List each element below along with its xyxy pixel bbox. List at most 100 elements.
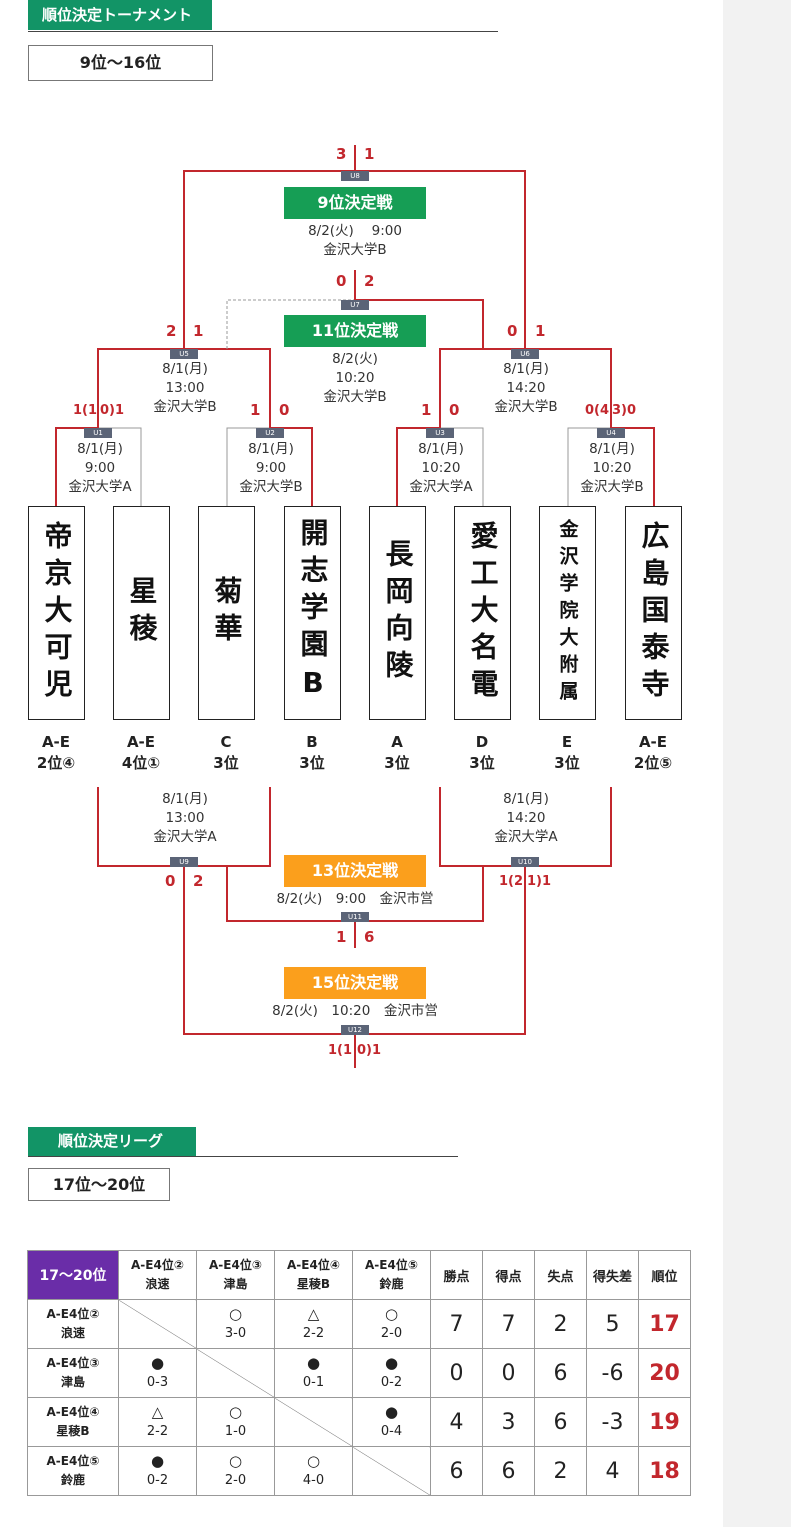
u9-venue: 金沢大学A [153, 829, 217, 845]
u1-venue: 金沢大学A [68, 479, 132, 495]
team-name: 帝京大可児 [40, 520, 74, 706]
result-score: 1-0 [224, 1424, 247, 1439]
result-symbol: ○ [228, 1305, 243, 1323]
team-box: 愛工大名電 [454, 506, 511, 720]
seed-group: A [391, 733, 403, 751]
seed-rank: 3位 [469, 754, 495, 772]
u6-score-left: 0 [507, 322, 518, 340]
u9-score-right: 2 [193, 872, 204, 890]
rank-cell: 17 [638, 1299, 691, 1349]
team-box: 帝京大可児 [28, 506, 85, 720]
result-score: 0-4 [380, 1424, 403, 1439]
u2-score-right: 0 [279, 401, 290, 419]
rank-cell: 18 [638, 1446, 691, 1496]
team-box: 星稜 [113, 506, 170, 720]
league-range-box: 17位〜20位 [28, 1168, 170, 1201]
u9-info: 8/1(月) 13:00 金沢大学A [125, 790, 245, 847]
match-code-u10: U10 [511, 857, 539, 867]
goals-against-cell: 2 [534, 1299, 587, 1349]
seed-group: A-E [638, 733, 668, 751]
result-symbol: ○ [228, 1452, 243, 1470]
u3-time: 10:20 [421, 460, 461, 476]
goal-difference-cell: 5 [586, 1299, 639, 1349]
row-team: 星稜B [56, 1424, 90, 1438]
result-symbol: ○ [306, 1452, 321, 1470]
u3-win-line [396, 427, 440, 506]
u3-venue: 金沢大学A [409, 479, 473, 495]
row-header: A-E4位④ 星稜B [27, 1397, 119, 1447]
points-cell: 4 [430, 1397, 483, 1447]
team-seed: A-E 4位① [106, 732, 176, 774]
u4-venue: 金沢大学B [580, 479, 644, 495]
result-score: 2-0 [380, 1326, 403, 1341]
u6-time: 14:20 [506, 380, 546, 396]
result-cell: ● 0-4 [352, 1397, 431, 1447]
seed-group: E [561, 733, 573, 751]
u3-score-right: 0 [449, 401, 460, 419]
result-cell: ○3-0 [196, 1299, 275, 1349]
column-team: 鈴鹿 [379, 1277, 404, 1291]
team-seed: C 3位 [191, 732, 261, 774]
u6-info: 8/1(月) 14:20 金沢大学B [466, 360, 586, 417]
result-symbol: ● [384, 1403, 399, 1421]
u4-info: 8/1(月) 10:20 金沢大学B [552, 440, 672, 497]
league-section-label: 順位決定リーグ [28, 1127, 196, 1156]
u8-score-left: 3 [336, 145, 347, 163]
result-cell: ●0-3 [118, 1348, 197, 1398]
u1-score-left: 1(1 [73, 403, 98, 418]
u10-time: 14:20 [506, 810, 546, 826]
u5-date: 8/1(月) [162, 361, 208, 377]
points-cell: 6 [430, 1446, 483, 1496]
seed-group: A-E [126, 733, 156, 751]
team-box: 開志学園B [284, 506, 341, 720]
seed-group: A-E [41, 733, 71, 751]
u2-win-line [270, 427, 313, 506]
tournament-range-box: 9位〜16位 [28, 45, 213, 81]
match-code-u3: U3 [426, 428, 454, 438]
u5-venue: 金沢大学B [153, 399, 217, 415]
u12-info: 8/2(火) 10:20 金沢市営 [272, 1003, 438, 1019]
bracket-lines [55, 145, 655, 1068]
u7-right-line [355, 299, 484, 349]
result-symbol: ○ [384, 1305, 399, 1323]
seed-rank: 2位④ [36, 754, 76, 772]
goals-for-cell: 0 [482, 1348, 535, 1398]
seed-group: C [220, 733, 232, 751]
result-symbol: ● [150, 1452, 165, 1470]
u2-time: 9:00 [255, 460, 287, 476]
u7-date: 8/2(火) [332, 351, 378, 367]
goals-against-cell: 2 [534, 1446, 587, 1496]
match-code-u7: U7 [341, 300, 369, 310]
u6-date: 8/1(月) [503, 361, 549, 377]
seed-rank: 3位 [213, 754, 239, 772]
result-cell: ○4-0 [274, 1446, 353, 1496]
match-code-u11: U11 [341, 912, 369, 922]
points-cell: 7 [430, 1299, 483, 1349]
seed-rank: 4位① [121, 754, 161, 772]
u9-score-left: 0 [165, 872, 176, 890]
u9-date: 8/1(月) [162, 791, 208, 807]
team-name: 星稜 [125, 576, 159, 650]
u10-date: 8/1(月) [503, 791, 549, 807]
seed-rank: 3位 [384, 754, 410, 772]
self-match-cell [118, 1299, 197, 1349]
u11-score-left: 1 [336, 928, 347, 946]
row-seed: A-E4位② [46, 1307, 100, 1321]
tournament-section-label: 順位決定トーナメント [28, 0, 212, 30]
row-seed: A-E4位④ [46, 1405, 100, 1419]
u1-info: 8/1(月) 9:00 金沢大学A [40, 440, 160, 497]
column-team: 星稜B [296, 1277, 331, 1291]
u7-score-right: 2 [364, 272, 375, 290]
result-symbol: ○ [228, 1403, 243, 1421]
row-seed: A-E4位⑤ [46, 1454, 100, 1468]
match-code-u9: U9 [170, 857, 198, 867]
u2-info: 8/1(月) 9:00 金沢大学B [211, 440, 331, 497]
stat-header-goal-difference: 得失差 [586, 1250, 639, 1300]
u5-score-left: 2 [166, 322, 177, 340]
match-code-u1: U1 [84, 428, 112, 438]
u4-time: 10:20 [592, 460, 632, 476]
